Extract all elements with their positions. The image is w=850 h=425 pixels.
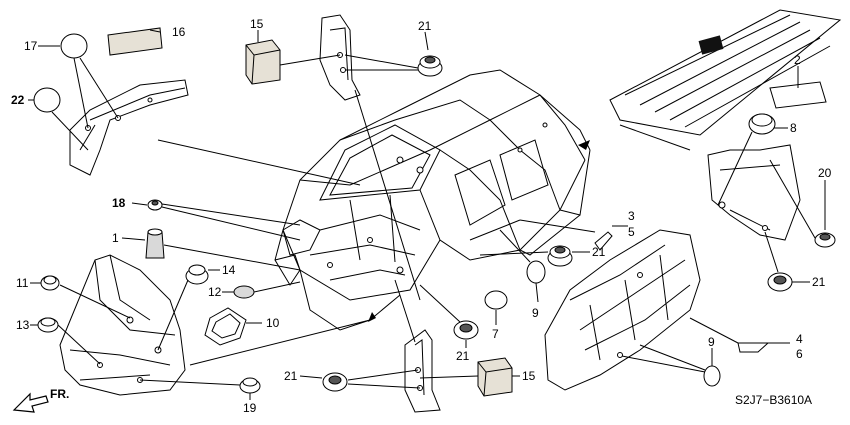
part-17-seal bbox=[60, 33, 88, 59]
side-panel-right bbox=[544, 229, 701, 391]
part-15-pad-bottom bbox=[477, 357, 513, 397]
callout-9-right: 9 bbox=[708, 335, 715, 349]
callout-1: 1 bbox=[112, 231, 119, 245]
callout-21-mid-right: 21 bbox=[592, 245, 606, 259]
arrow-body-to-roof bbox=[578, 140, 590, 150]
callout-17: 17 bbox=[24, 39, 38, 53]
roof-panel bbox=[609, 9, 842, 136]
part-9-seal-right bbox=[703, 365, 721, 387]
grommet-14 bbox=[185, 264, 209, 285]
b-pillar-top bbox=[319, 14, 361, 101]
grommet-21-center bbox=[453, 320, 479, 340]
front-frame bbox=[59, 254, 186, 396]
front-indicator: FR. bbox=[12, 387, 69, 413]
callout-2: 2 bbox=[794, 53, 801, 67]
part-16-pad bbox=[107, 27, 163, 56]
plug-8 bbox=[748, 113, 776, 135]
front-indicator-label: FR. bbox=[50, 387, 69, 401]
callout-12: 12 bbox=[208, 285, 222, 299]
clip-18 bbox=[147, 199, 163, 211]
callout-4: 4 bbox=[796, 332, 803, 346]
callout-21-center: 21 bbox=[456, 349, 470, 363]
diagram-code: S2J7−B3610A bbox=[735, 393, 812, 407]
plug-19 bbox=[239, 377, 261, 394]
callout-21-right: 21 bbox=[812, 275, 826, 289]
callout-18: 18 bbox=[112, 196, 126, 210]
grommet-21-right bbox=[767, 272, 793, 292]
plug-20 bbox=[814, 232, 836, 248]
callout-labels: 16 17 22 15 21 2 8 20 3 5 21 21 4 6 9 9 … bbox=[11, 17, 832, 415]
callout-19: 19 bbox=[243, 401, 257, 415]
arrow-frame-up bbox=[368, 312, 376, 322]
grommet-21-top bbox=[417, 55, 443, 77]
callout-22: 22 bbox=[11, 93, 25, 107]
grommet-21-right-mid bbox=[547, 245, 573, 267]
callout-10: 10 bbox=[266, 316, 280, 330]
plug-12 bbox=[233, 285, 255, 299]
part-7-seal bbox=[484, 290, 508, 310]
quarter-panel-right bbox=[707, 144, 801, 241]
callout-20: 20 bbox=[818, 166, 832, 180]
part-2-pad bbox=[769, 81, 827, 109]
callout-6: 6 bbox=[796, 347, 803, 361]
callout-15-top: 15 bbox=[250, 17, 264, 31]
plug-1 bbox=[145, 228, 165, 259]
b-pillar-bottom bbox=[404, 329, 441, 413]
callout-21-top: 21 bbox=[418, 19, 432, 33]
grommet-10 bbox=[204, 307, 247, 346]
body-frame bbox=[274, 69, 591, 331]
part-4-6-tape bbox=[737, 342, 770, 353]
callout-13: 13 bbox=[16, 318, 30, 332]
grommet-21-bottom bbox=[322, 372, 348, 392]
callout-3: 3 bbox=[628, 209, 635, 223]
callout-5: 5 bbox=[628, 225, 635, 239]
callout-15-bottom: 15 bbox=[522, 369, 536, 383]
part-3-5-tape bbox=[594, 231, 613, 251]
part-9-seal-mid bbox=[526, 260, 546, 284]
leader-lines bbox=[28, 29, 826, 400]
plug-13 bbox=[37, 317, 59, 333]
callout-11: 11 bbox=[16, 276, 29, 290]
part-15-pad-top bbox=[245, 39, 281, 85]
callout-8: 8 bbox=[790, 121, 797, 135]
callout-9-mid: 9 bbox=[532, 306, 539, 320]
callout-21-bottom: 21 bbox=[284, 369, 298, 383]
part-22-seal bbox=[33, 87, 61, 113]
callout-16: 16 bbox=[172, 25, 186, 39]
plug-11 bbox=[40, 275, 60, 291]
callout-14: 14 bbox=[222, 263, 236, 277]
callout-7: 7 bbox=[492, 327, 499, 341]
